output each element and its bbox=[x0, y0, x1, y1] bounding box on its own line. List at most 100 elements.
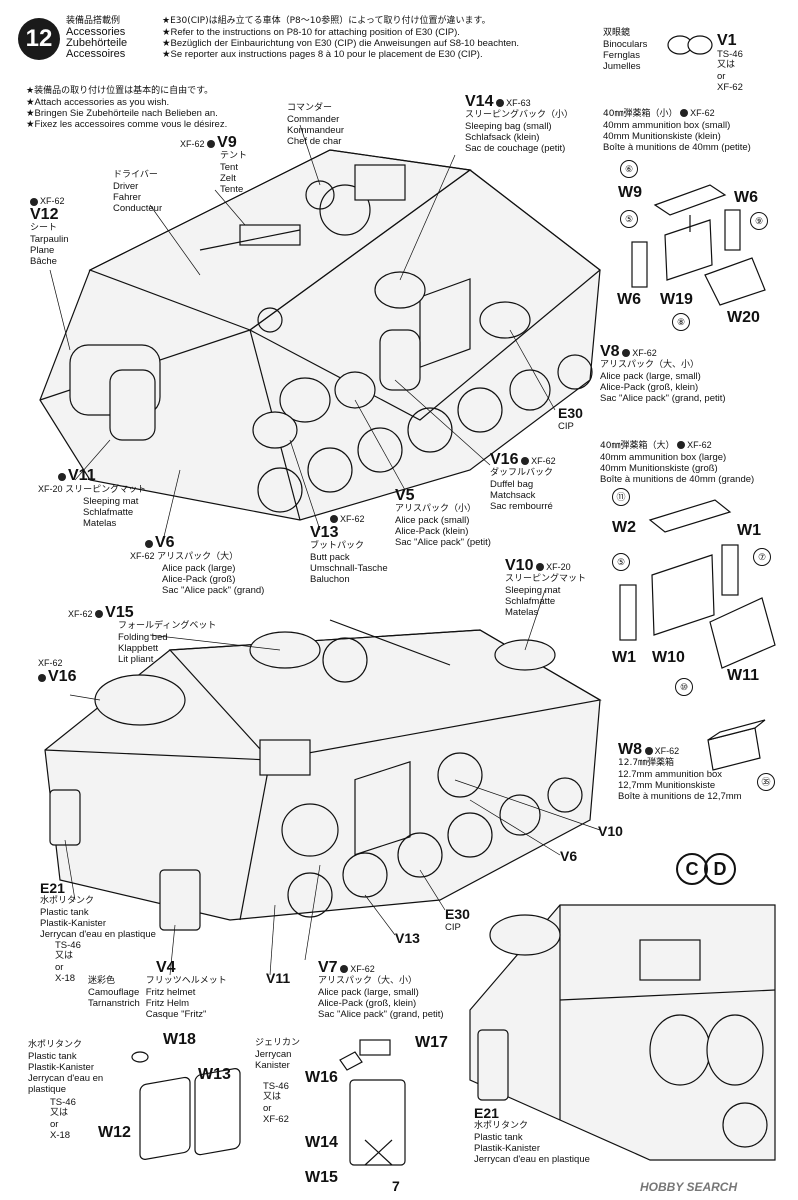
v15-label: XF-62 V15 フォールディングベット Folding bed Klappb… bbox=[68, 604, 216, 666]
v10-code: V10 bbox=[505, 557, 534, 574]
commander-en: Commander bbox=[287, 114, 340, 125]
attach-note-fr: ★Fixez les accessoires comme vous le dés… bbox=[26, 119, 228, 130]
v5-jp: アリスパック（小） bbox=[395, 504, 477, 514]
v15-de: Klappbett bbox=[118, 643, 159, 654]
e21-label: E21 水ポリタンク Plastic tank Plastik-Kanister… bbox=[40, 880, 156, 984]
box40-small-label: 40㎜弾薬箱（小） XF-62 40mm ammunition box (sma… bbox=[603, 108, 751, 153]
attach-note-block: ★装備品の取り付け位置は基本的に自由です。 ★Attach accessorie… bbox=[26, 86, 227, 130]
jerrycan-or-jp: 又は bbox=[263, 1092, 282, 1102]
w8-paint: XF-62 bbox=[654, 746, 680, 756]
v5-fr: Sac "Alice pack" (petit) bbox=[395, 537, 491, 548]
v16b-code: V16 bbox=[48, 668, 77, 685]
binoculars-jp: 双眼鏡 bbox=[603, 28, 631, 38]
step-title-fr: Accessoires bbox=[66, 48, 126, 60]
step-title-jp: 装備品搭載例 bbox=[66, 16, 121, 26]
v16-label: V16 XF-62 ダッフルバック Duffel bag Matchsack S… bbox=[490, 452, 556, 513]
paint-dot-icon bbox=[644, 747, 653, 756]
sub-step-9-icon: ⑨ bbox=[750, 212, 768, 230]
v15-fr: Lit pliant bbox=[118, 654, 154, 665]
e21-detail-de: Plastik-Kanister bbox=[474, 1143, 540, 1154]
v1-paint2: XF-62 bbox=[717, 82, 743, 93]
paint-dot-icon bbox=[521, 457, 530, 466]
w1b-code: W1 bbox=[612, 649, 636, 666]
w14-code: W14 bbox=[305, 1134, 338, 1151]
v4-camo-jp: 迷彩色 bbox=[88, 976, 116, 986]
box40-large-en: 40mm ammunition box (large) bbox=[600, 452, 727, 463]
v9-jp: テント bbox=[220, 151, 248, 161]
paint-dot-icon bbox=[340, 965, 349, 974]
v7-en: Alice pack (large, small) bbox=[318, 987, 419, 998]
v12-paint: XF-62 bbox=[30, 196, 69, 207]
e30-note-fr: ★Se reporter aux instructions pages 8 à … bbox=[162, 49, 483, 60]
v1-paint: TS-46 bbox=[717, 49, 743, 60]
sub-step-10-icon: ⑩ bbox=[675, 678, 693, 696]
binoculars-en: Binoculars bbox=[603, 39, 648, 50]
w1a-code: W1 bbox=[737, 522, 761, 539]
step-title-block: 装備品搭載例 Accessories Zubehörteile Accessoi… bbox=[66, 16, 127, 60]
paint-dot-icon bbox=[330, 515, 338, 524]
v8-label: V8 XF-62 アリスパック（大、小） Alice pack (large, … bbox=[600, 343, 726, 405]
v13-paint: XF-62 bbox=[340, 514, 365, 524]
paint-dot-icon bbox=[680, 109, 689, 118]
v13-en: Butt pack bbox=[310, 552, 350, 563]
driver-label: ドライバー Driver Fahrer Conducteur bbox=[113, 170, 162, 214]
water-tank-label: 水ポリタンク Plastic tank Plastik-Kanister Jer… bbox=[28, 1040, 108, 1141]
sub-step-35-icon: ㉟ bbox=[757, 773, 775, 791]
upper-vehicle-drawing bbox=[39, 149, 601, 521]
jerrycan-de: Kanister bbox=[255, 1060, 290, 1071]
v13-de: Umschnall-Tasche bbox=[310, 563, 388, 574]
detail-vehicle-drawing bbox=[469, 904, 776, 1161]
v14-fr: Sac de couchage (petit) bbox=[465, 143, 566, 154]
e21-jp: 水ポリタンク bbox=[40, 896, 95, 906]
v6-code: V6 bbox=[155, 534, 175, 551]
v10-en: Sleeping mat bbox=[505, 585, 561, 596]
w8-label: W8 XF-62 12.7㎜弾薬箱 12.7mm ammunition box … bbox=[618, 742, 742, 803]
v12-en: Tarpaulin bbox=[30, 234, 69, 245]
v6-fr: Sac "Alice pack" (grand) bbox=[162, 585, 265, 596]
v6-paint: XF-62 bbox=[130, 551, 155, 561]
v8-en: Alice pack (large, small) bbox=[600, 371, 701, 382]
v11-jp: スリーピングマット bbox=[65, 485, 147, 495]
lower-vehicle-drawing bbox=[44, 619, 602, 931]
driver-en: Driver bbox=[113, 181, 139, 192]
water-tank-de: Plastik-Kanister bbox=[28, 1062, 94, 1073]
binoculars-drawing bbox=[667, 35, 713, 55]
v16b-paint: XF-62 bbox=[38, 658, 63, 668]
w8-fr: Boîte à munitions de 12,7mm bbox=[618, 791, 742, 802]
v13b-code: V13 bbox=[395, 930, 420, 946]
v11-en: Sleeping mat bbox=[83, 496, 139, 507]
v4-fr: Casque "Fritz" bbox=[145, 1009, 207, 1020]
w11-code: W11 bbox=[727, 667, 760, 684]
sub-step-11-icon: ⑪ bbox=[612, 488, 630, 506]
v14-jp: スリーピングバック（小） bbox=[465, 110, 574, 120]
jerrycan-paint2: XF-62 bbox=[263, 1114, 289, 1125]
v6-de: Alice-Pack (groß) bbox=[162, 574, 236, 585]
jerrycan-paint1: TS-46 bbox=[263, 1081, 289, 1092]
paint-dot-icon bbox=[207, 140, 216, 149]
v15-code: V15 bbox=[105, 604, 134, 621]
v8-code: V8 bbox=[600, 343, 620, 360]
v9-de: Zelt bbox=[220, 173, 236, 184]
sub-step-5b-icon: ⑤ bbox=[612, 553, 630, 571]
v5-label: V5 アリスパック（小） Alice pack (small) Alice-Pa… bbox=[395, 488, 491, 549]
v10-label: V10 XF-20 スリーピングマット Sleeping mat Schlafm… bbox=[505, 557, 586, 619]
paint-dot-icon bbox=[677, 441, 686, 450]
e30-note-block: ★E30(CIP)は組み立てる車体（P8〜10参照）によって取り付け位置が違いま… bbox=[162, 16, 519, 60]
e21-en: Plastic tank bbox=[40, 907, 89, 918]
paint-dot-icon bbox=[536, 563, 545, 572]
v5-de: Alice-Pack (klein) bbox=[395, 526, 469, 537]
v11-fr: Matelas bbox=[83, 518, 117, 529]
v14-label: V14 XF-63 スリーピングバック（小） Sleeping bag (sma… bbox=[465, 94, 574, 155]
sub-step-5-icon: ⑤ bbox=[620, 210, 638, 228]
driver-fr: Conducteur bbox=[113, 203, 163, 214]
v11-code: V11 bbox=[68, 467, 96, 484]
v8-fr: Sac "Alice pack" (grand, petit) bbox=[600, 393, 726, 404]
commander-de: Kommandeur bbox=[287, 125, 345, 136]
v13-fr: Baluchon bbox=[310, 574, 350, 585]
v14-en: Sleeping bag (small) bbox=[465, 121, 552, 132]
w13-code: W13 bbox=[198, 1066, 231, 1083]
e21-paint2: X-18 bbox=[55, 973, 76, 984]
v1-label: V1 TS-46 又は or XF-62 bbox=[717, 33, 743, 94]
e30-note-de: ★Bezüglich der Einbaurichtung von E30 (C… bbox=[162, 38, 520, 49]
